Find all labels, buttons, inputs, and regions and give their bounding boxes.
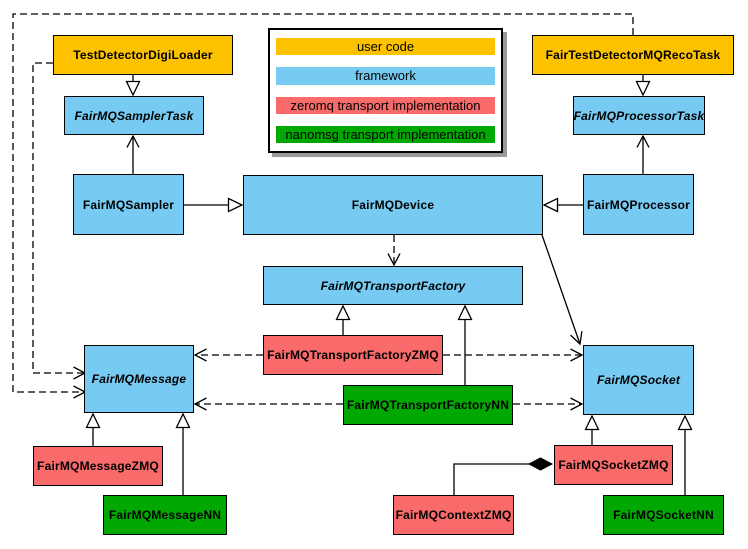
node-fairmq-socket-zmq: FairMQSocketZMQ: [554, 445, 673, 485]
node-label: FairMQContextZMQ: [395, 508, 512, 522]
node-label: TestDetectorDigiLoader: [73, 48, 213, 62]
node-label: FairMQSocketNN: [613, 508, 714, 522]
node-label: FairTestDetectorMQRecoTask: [545, 48, 721, 62]
node-label: FairMQTransportFactory: [320, 278, 466, 293]
node-fairmq-message-zmq: FairMQMessageZMQ: [33, 446, 163, 486]
legend-label: zeromq transport implementation: [290, 97, 481, 113]
node-label: FairMQSampler: [82, 197, 175, 212]
node-label: FairMQMessageZMQ: [37, 459, 159, 473]
node-fairmq-sampler: FairMQSampler: [73, 174, 184, 235]
node-fair-test-detector-mq-reco-task: FairTestDetectorMQRecoTask: [532, 35, 734, 75]
node-fairmq-message-nn: FairMQMessageNN: [103, 495, 227, 535]
node-label: FairMQMessageNN: [108, 508, 222, 522]
node-label: FairMQMessage: [91, 372, 187, 386]
node-label: FairMQSamplerTask: [74, 108, 194, 123]
node-fairmq-context-zmq: FairMQContextZMQ: [393, 495, 514, 535]
edge-testdetectordigiloader-to-fairmqmessage: [32, 62, 87, 380]
legend-item-nanomsg: nanomsg transport implementation: [276, 125, 495, 143]
edge-fairmqcontextzmq-to-fairmqsocketzmq: [453, 457, 554, 495]
node-fairmq-device: FairMQDevice: [243, 175, 543, 235]
node-label: FairMQTransportFactoryZMQ: [267, 348, 439, 362]
legend: user code framework zeromq transport imp…: [268, 28, 503, 153]
node-label: FairMQSocket: [596, 373, 681, 387]
node-fairmq-transport-factory: FairMQTransportFactory: [263, 266, 523, 305]
legend-item-framework: framework: [276, 67, 495, 85]
legend-item-zeromq: zeromq transport implementation: [276, 96, 495, 114]
node-label: FairMQProcessorTask: [573, 108, 705, 123]
legend-label: user code: [356, 39, 415, 55]
node-label: FairMQDevice: [351, 198, 435, 212]
node-fairmq-processor: FairMQProcessor: [583, 174, 694, 235]
legend-label: framework: [355, 68, 416, 84]
edge-fairmqdevice-to-fairmqsocket: [541, 234, 583, 346]
legend-item-user-code: user code: [276, 38, 495, 56]
node-fairmq-socket: FairMQSocket: [583, 345, 694, 415]
node-fairmq-message: FairMQMessage: [84, 345, 194, 413]
legend-label: nanomsg transport implementation: [285, 126, 486, 142]
node-fairmq-transport-factory-zmq: FairMQTransportFactoryZMQ: [263, 335, 443, 375]
node-test-detector-digi-loader: TestDetectorDigiLoader: [53, 35, 233, 75]
edge-fairtestdetectormqrecotask-to-fairmqmessage: [12, 13, 634, 399]
node-label: FairMQProcessor: [586, 197, 691, 212]
node-fairmq-transport-factory-nn: FairMQTransportFactoryNN: [343, 385, 513, 425]
node-fairmq-processor-task: FairMQProcessorTask: [573, 96, 705, 135]
node-label: FairMQSocketZMQ: [558, 458, 669, 472]
node-fairmq-socket-nn: FairMQSocketNN: [603, 495, 724, 535]
node-label: FairMQTransportFactoryNN: [346, 398, 510, 412]
node-fairmq-sampler-task: FairMQSamplerTask: [64, 96, 204, 135]
